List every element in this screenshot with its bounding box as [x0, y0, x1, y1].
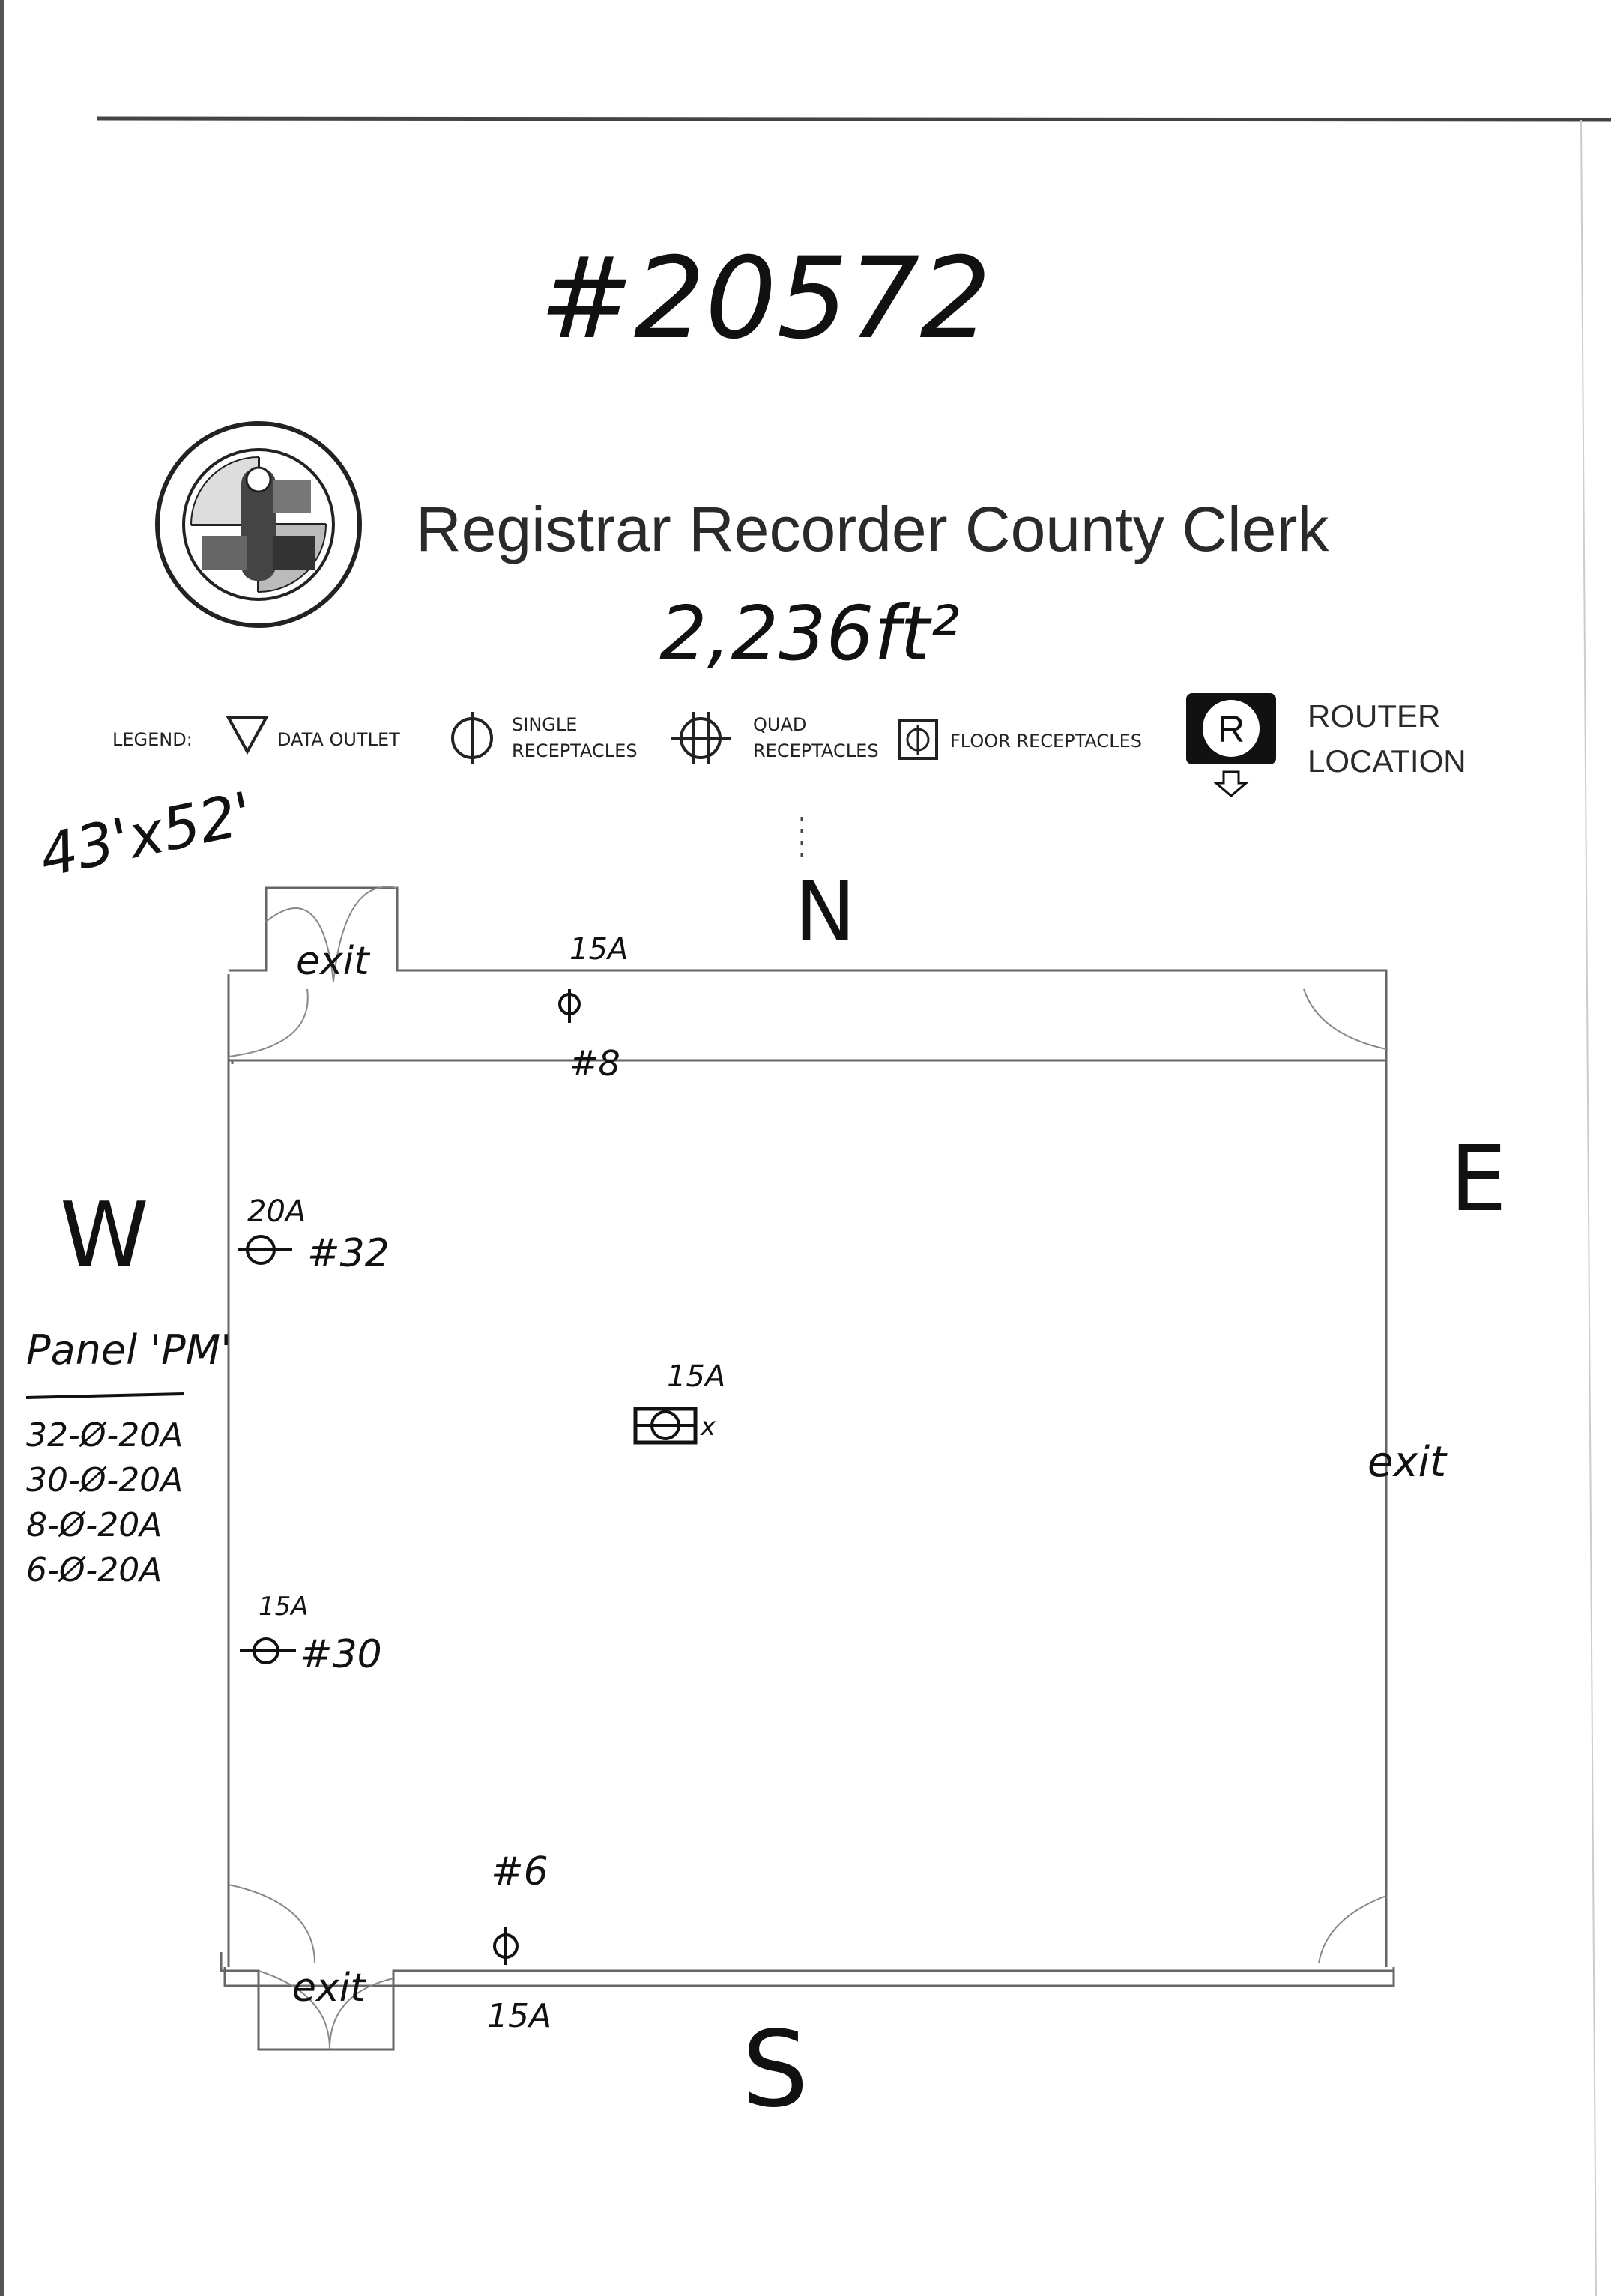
west-lower-receptacle-icon	[240, 1637, 296, 1664]
panel-circuit-3: 8-Ø-20A	[26, 1506, 162, 1544]
north-single-receptacle-icon	[558, 989, 581, 1023]
floor-receptacle-icon	[898, 719, 938, 760]
legend-single-line1: SINGLE	[512, 714, 577, 735]
north-outlet-amps: 15A	[569, 932, 628, 967]
router-label-line1: ROUTER	[1308, 698, 1440, 734]
panel-circuit-2: 30-Ø-20A	[26, 1461, 183, 1499]
dimensions-note: 43'x52'	[34, 780, 259, 891]
legend: LEGEND: DATA OUTLET SINGLE RECEPTACLES Q…	[112, 693, 1466, 797]
north-outlet-circuit: #8	[569, 1043, 620, 1084]
router-symbol: R	[1218, 708, 1245, 750]
router-location-icon: R	[1186, 693, 1276, 797]
scan-left-edge	[0, 0, 4, 2296]
floor-center-receptacle-icon	[633, 1407, 698, 1445]
legend-floor-label: FLOOR RECEPTACLES	[950, 731, 1142, 752]
quad-receptacle-icon	[671, 712, 731, 764]
panel-circuit-1: 32-Ø-20A	[26, 1416, 183, 1454]
exit-label-south-west: exit	[292, 1966, 366, 2010]
organization-title: Registrar Recorder County Clerk	[416, 494, 1329, 564]
compass-south: S	[742, 2009, 809, 2131]
square-footage: 2,236ft²	[659, 590, 960, 677]
floor-outlet-amps: 15A	[667, 1359, 725, 1394]
scan-right-edge	[1580, 119, 1597, 2296]
county-seal-icon	[155, 421, 362, 628]
panel-circuit-4: 6-Ø-20A	[26, 1551, 162, 1589]
scan-top-border	[97, 116, 1612, 122]
west-upper-receptacle-icon	[238, 1235, 292, 1265]
legend-quad-line2: RECEPTACLES	[753, 740, 879, 761]
legend-single-line2: RECEPTACLES	[512, 740, 638, 761]
floor-outlet-mark: x	[700, 1412, 716, 1442]
panel-title: Panel 'PM'	[26, 1326, 232, 1374]
west-upper-outlet-circuit: #32	[307, 1231, 390, 1276]
legend-label: LEGEND:	[112, 729, 193, 750]
south-outlet-circuit: #6	[491, 1849, 548, 1894]
single-receptacle-icon	[451, 712, 493, 764]
router-label-line2: LOCATION	[1308, 743, 1466, 779]
panel-note: Panel 'PM' 32-Ø-20A 30-Ø-20A 8-Ø-20A 6-Ø…	[25, 1326, 232, 1589]
west-lower-outlet-circuit: #30	[300, 1632, 382, 1677]
room-walls	[220, 886, 1395, 2051]
west-upper-outlet-amps: 20A	[247, 1194, 306, 1229]
south-outlet-amps: 15A	[487, 1997, 551, 2035]
exit-label-east: exit	[1367, 1438, 1448, 1487]
triangle-data-outlet-icon	[226, 716, 269, 755]
compass-east: E	[1450, 1128, 1507, 1232]
legend-quad-line1: QUAD	[753, 714, 806, 735]
compass-north: N	[794, 864, 856, 960]
document-number: #20572	[540, 234, 991, 364]
door-swings	[228, 886, 1387, 2050]
south-single-receptacle-icon	[493, 1927, 519, 1965]
west-lower-outlet-amps: 15A	[259, 1592, 309, 1622]
legend-data-outlet-label: DATA OUTLET	[277, 729, 400, 750]
compass-west: W	[60, 1184, 149, 1288]
exit-label-north-west: exit	[296, 939, 370, 984]
